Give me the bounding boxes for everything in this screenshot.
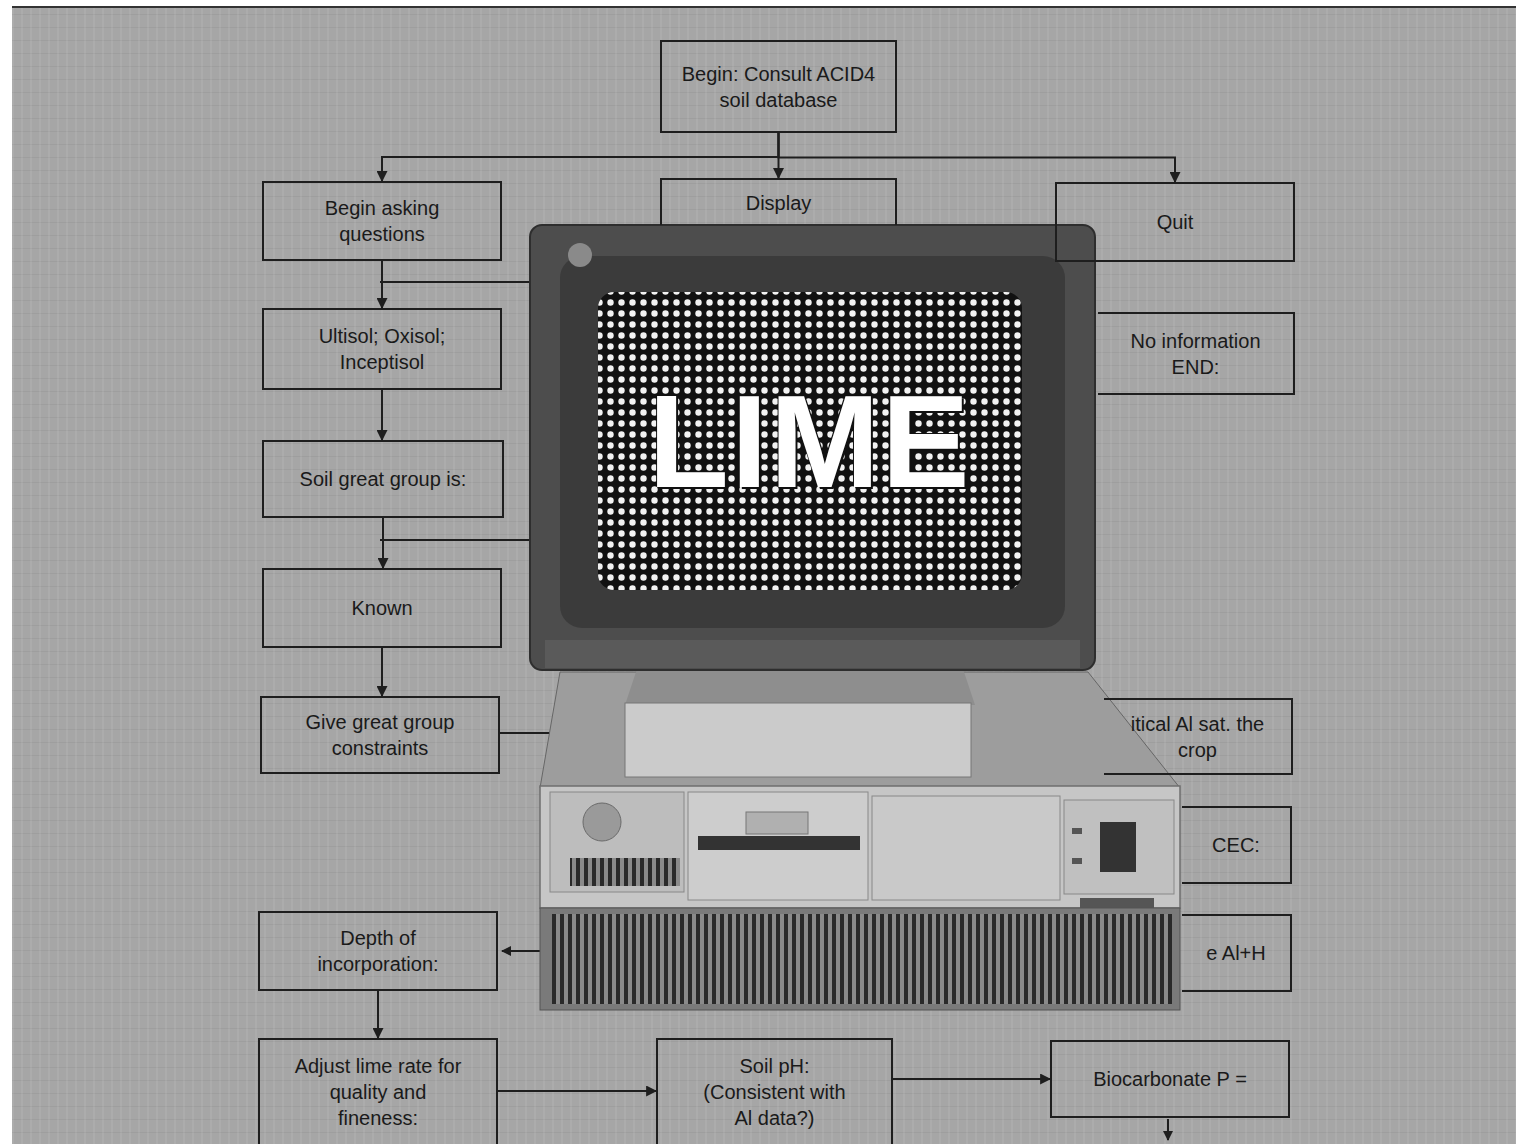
box-text-group: itical Al sat. the crop [1127, 711, 1269, 763]
process-box: Adjust lime rate for quality and finenes… [258, 1038, 498, 1144]
flow-arrow [382, 518, 384, 568]
box-label: No information END: [1116, 328, 1276, 380]
process-box: Soil great group is: [262, 440, 504, 518]
box-label: Quit [1157, 209, 1194, 235]
box-text-group: Depth of incorporation: [288, 925, 468, 977]
box-text-group: Soil pH: (Consistent with Al data?) [699, 1053, 851, 1131]
box-text-group: e Al+H [1206, 940, 1265, 966]
process-box: Quit [1055, 182, 1295, 262]
flow-arrow [381, 390, 383, 440]
box-text-group: Give great group constraints [288, 709, 473, 761]
process-box: Begin: Consult ACID4 soil database [660, 40, 897, 133]
box-label: e Al+H [1206, 940, 1265, 966]
process-box: No information END: [1098, 312, 1295, 395]
box-text-group: Soil great group is: [300, 466, 467, 492]
box-label: Ultisol; Oxisol; Inceptisol [297, 323, 467, 375]
process-box: Ultisol; Oxisol; Inceptisol [262, 308, 502, 390]
box-label: Give great group constraints [288, 709, 473, 761]
flow-arrow [779, 133, 1176, 182]
process-box: Display [660, 178, 897, 225]
process-box: CEC: [1182, 806, 1292, 884]
process-box: itical Al sat. the crop [1104, 698, 1293, 775]
box-text-group: CEC: [1212, 832, 1260, 858]
flow-arrow [893, 1078, 1050, 1080]
box-label: Biocarbonate P = [1093, 1066, 1247, 1092]
process-box: Biocarbonate P = [1050, 1040, 1290, 1118]
box-label: Display [746, 190, 812, 216]
computer-base [540, 672, 1180, 1010]
box-label: Soil pH: (Consistent with Al data?) [699, 1053, 851, 1131]
process-box: Depth of incorporation: [258, 911, 498, 991]
monitor-stand [625, 660, 975, 777]
box-text-group: Biocarbonate P = [1093, 1066, 1247, 1092]
flow-arrow [381, 261, 383, 308]
box-label: itical Al sat. the crop [1127, 711, 1269, 763]
flow-arrow [498, 1090, 656, 1092]
box-text-group: Display [746, 190, 812, 216]
monitor [530, 225, 1095, 670]
box-text-group: Adjust lime rate for quality and finenes… [292, 1053, 464, 1131]
box-text-group: No information END: [1116, 328, 1276, 380]
screen-label: LIME [598, 292, 1022, 590]
process-box: Soil pH: (Consistent with Al data?) [656, 1038, 893, 1144]
box-label: Begin: Consult ACID4 soil database [674, 61, 884, 113]
box-label: CEC: [1212, 832, 1260, 858]
flow-arrow [382, 133, 779, 181]
box-label: Known [351, 595, 412, 621]
process-box: Begin asking questions [262, 181, 502, 261]
flow-arrow [381, 648, 383, 696]
box-text-group: Known [351, 595, 412, 621]
box-label: Depth of incorporation: [288, 925, 468, 977]
process-box: Known [262, 568, 502, 648]
process-box: e Al+H [1182, 914, 1292, 992]
box-text-group: Begin: Consult ACID4 soil database [674, 61, 884, 113]
flow-arrow [377, 991, 379, 1038]
box-label: Begin asking questions [292, 195, 472, 247]
box-text-group: Quit [1157, 209, 1194, 235]
box-label: Soil great group is: [300, 466, 467, 492]
box-text-group: Ultisol; Oxisol; Inceptisol [297, 323, 467, 375]
process-box: Give great group constraints [260, 696, 500, 774]
box-label: Adjust lime rate for quality and finenes… [292, 1053, 464, 1131]
box-text-group: Begin asking questions [292, 195, 472, 247]
